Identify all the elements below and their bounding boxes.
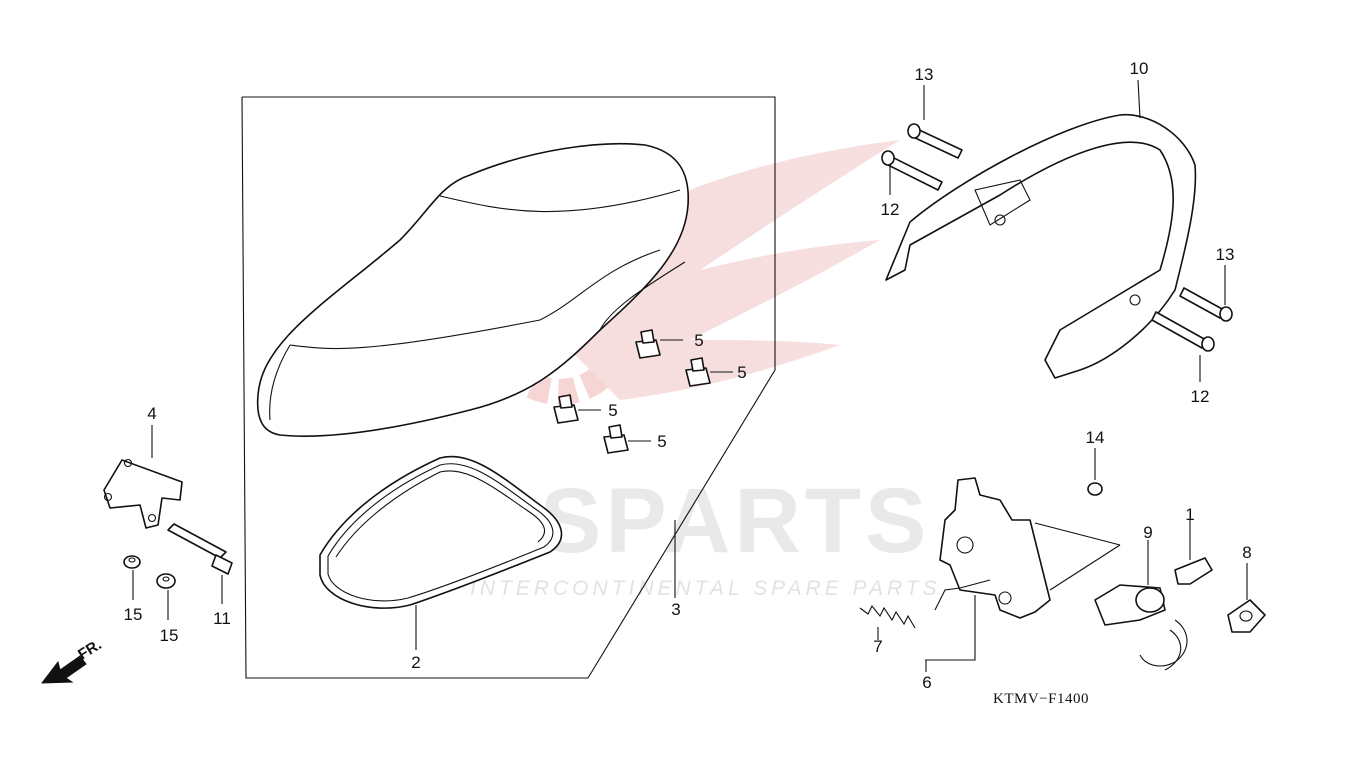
callout-12: 12: [1191, 387, 1210, 406]
diagram-code: KTMV−F1400: [993, 691, 1089, 707]
callout-1: 1: [1185, 505, 1194, 524]
lock-cover: [1227, 599, 1266, 633]
lock-spring: [859, 604, 916, 629]
callout-14: 14: [1086, 428, 1105, 447]
lock-nut: [1087, 482, 1103, 496]
seat-lock-cylinder: [1094, 584, 1188, 671]
seat-buffer: [603, 424, 629, 454]
leader-lines: [132, 79, 1248, 672]
grab-rail-bolt: [1151, 311, 1215, 352]
callout-11: 11: [213, 609, 231, 628]
callout-13: 13: [1216, 245, 1235, 264]
callout-13: 13: [915, 65, 934, 84]
grab-rail-bolt: [907, 123, 963, 159]
callout-5: 5: [657, 432, 666, 451]
nut: [123, 555, 141, 569]
callout-15: 15: [124, 605, 143, 624]
hinge-bolt: [167, 523, 233, 575]
callout-2: 2: [411, 653, 420, 672]
seat-hinge-bracket: [103, 458, 183, 529]
watermark-tagline: INTERCONTINENTAL SPARE PARTS: [470, 577, 941, 600]
callout-6: 6: [922, 673, 931, 692]
seat-cushion: [256, 142, 690, 437]
lock-clip: [1174, 557, 1213, 585]
seat-seal-gasket: [319, 455, 563, 609]
callout-4: 4: [147, 404, 156, 423]
callout-3: 3: [671, 600, 680, 619]
callout-9: 9: [1143, 523, 1152, 542]
seat-lock-assembly: [934, 477, 1051, 619]
seat-buffer: [553, 394, 579, 424]
grab-rail: [885, 114, 1197, 379]
seat-buffer: [635, 329, 661, 359]
callout-7: 7: [873, 637, 882, 656]
seat-assembly-frame: [241, 96, 776, 679]
seat-buffer: [685, 357, 711, 387]
callout-5: 5: [737, 363, 746, 382]
grab-rail-bolt: [1179, 287, 1233, 322]
callout-12: 12: [881, 200, 900, 219]
nut: [156, 573, 176, 589]
front-arrow: FR.: [40, 636, 105, 684]
callout-10: 10: [1130, 59, 1149, 78]
callout-5: 5: [608, 401, 617, 420]
callout-5: 5: [694, 331, 703, 350]
callout-8: 8: [1242, 543, 1251, 562]
callout-15: 15: [160, 626, 179, 645]
grab-rail-bolt: [881, 150, 943, 191]
